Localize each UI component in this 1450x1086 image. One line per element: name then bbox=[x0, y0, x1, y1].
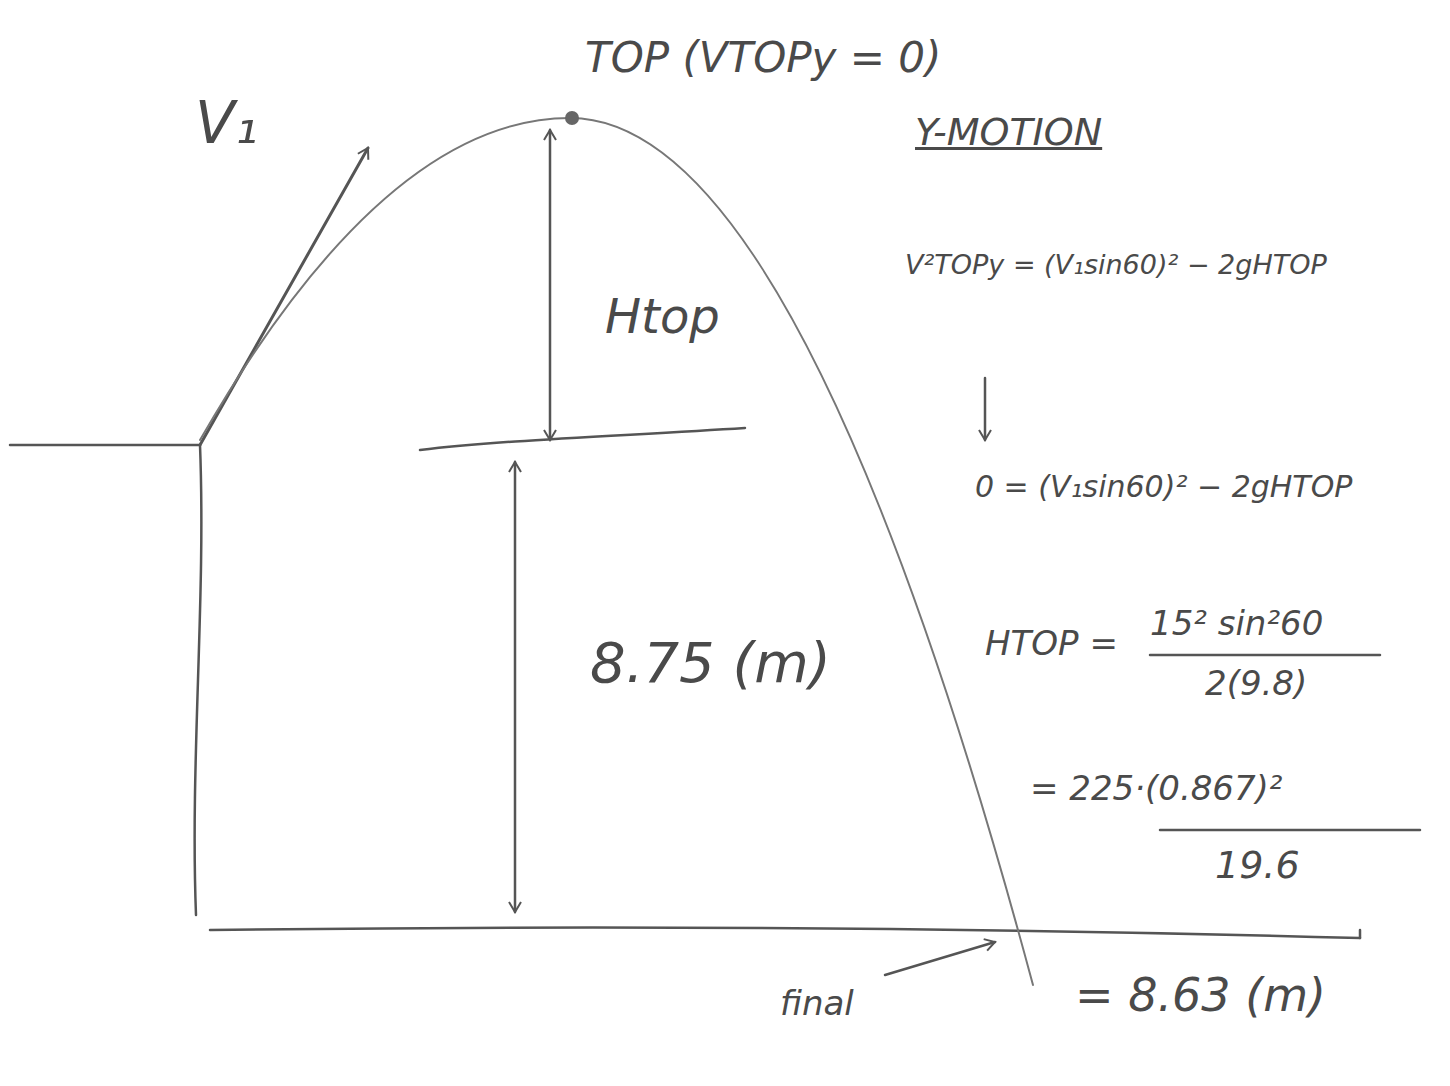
cliff-top bbox=[10, 444, 200, 447]
fraction-bar bbox=[1150, 654, 1380, 657]
step-arrow bbox=[984, 378, 987, 440]
denominator: 19.6 bbox=[1215, 845, 1300, 887]
top-point bbox=[565, 111, 579, 125]
top-label: TOP (VTOPy = 0) bbox=[585, 35, 941, 81]
launch-level-line bbox=[420, 428, 745, 450]
equation: 0 = (V₁sin60)² − 2gHTOP bbox=[975, 470, 1352, 503]
final-label: final bbox=[780, 985, 854, 1022]
htop-arrow bbox=[549, 130, 552, 440]
final-pointer bbox=[885, 942, 995, 975]
trajectory bbox=[200, 118, 1033, 985]
dimension-label: 8.75 (m) bbox=[590, 632, 831, 694]
velocity-arrow bbox=[200, 148, 368, 445]
height-arrow bbox=[514, 462, 517, 912]
velocity-label: V₁ bbox=[195, 92, 258, 156]
cliff-face bbox=[195, 445, 202, 915]
equation: = 225·(0.867)² bbox=[1030, 770, 1283, 807]
ground-end bbox=[1359, 930, 1362, 938]
result: = 8.63 (m) bbox=[1075, 970, 1326, 1021]
fraction-bar bbox=[1160, 829, 1420, 832]
numerator: 15² sin²60 bbox=[1150, 605, 1323, 642]
ground-line bbox=[210, 928, 1360, 938]
height-label: Htop bbox=[605, 290, 720, 343]
equation: HTOP = bbox=[985, 625, 1118, 662]
equation: V²TOPy = (V₁sin60)² − 2gHTOP bbox=[905, 250, 1327, 280]
section-heading: Y-MOTION bbox=[915, 112, 1102, 154]
denominator: 2(9.8) bbox=[1205, 665, 1307, 702]
